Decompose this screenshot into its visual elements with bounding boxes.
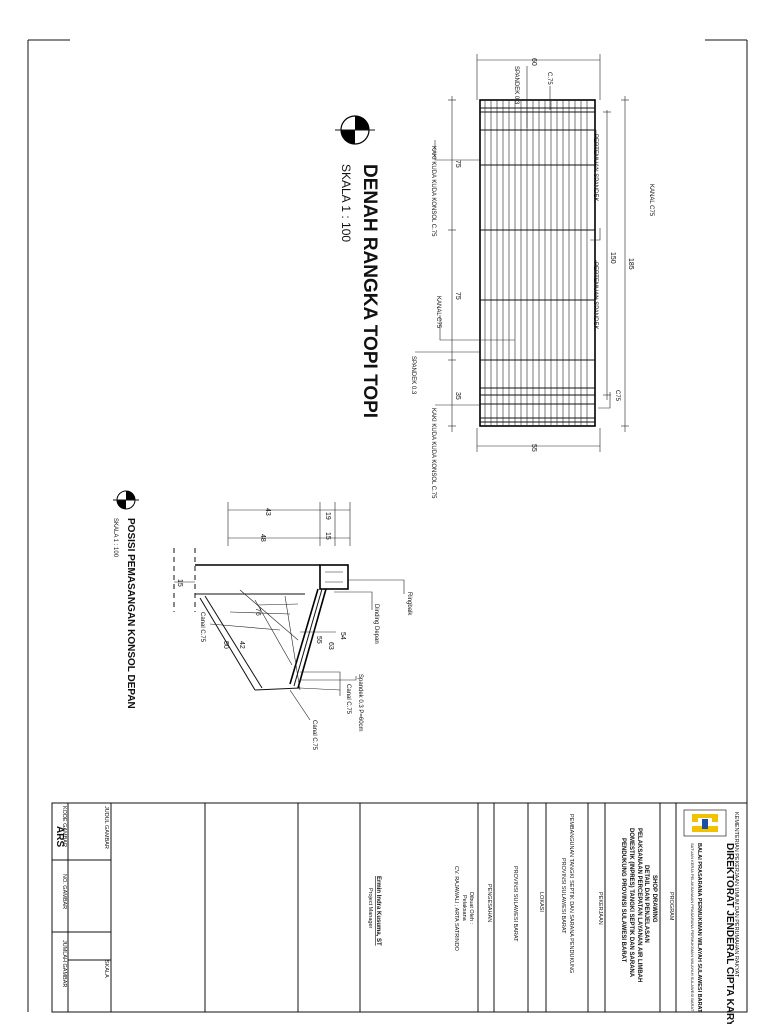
section-dim-76: 76 — [254, 608, 261, 616]
tb-judul-label: JUDUL GAMBAR — [103, 806, 109, 849]
section-dim-54: 54 — [339, 632, 346, 640]
tb-program-label: PROGRAM — [668, 892, 674, 921]
plan-label-pertemuan-2: PERTEMUAN SPANDEK — [592, 262, 598, 329]
tb-jumlah-label: JUMLAH GAMBAR — [61, 940, 67, 987]
section-dim-63: 63 — [327, 642, 334, 650]
tb-program-value-2: DETAIL DAN PENJELASAN — [643, 865, 649, 943]
tb-ministry: KEMENTERIAN PEKERJAAN UMUM DAN PERUMAHAN… — [733, 812, 739, 978]
tb-pelaksana: Pelaksana — [461, 895, 467, 922]
tb-lokasi-value: PROVINSI SULAWESI BARAT — [512, 866, 518, 942]
section-dim-43: 43 — [264, 508, 271, 516]
plan-dim-35: 35 — [454, 392, 461, 400]
plan-label-kanal-c75-mid: KANAL C75 — [435, 296, 441, 329]
section-title: POSISI PEMASANGAN KONSOL DEPAN — [125, 518, 136, 709]
tb-skala-label: SKALA — [103, 960, 109, 978]
section-dim-55: 55 — [315, 636, 322, 644]
plan-drawing: 60 75 75 35 185 150 55 — [335, 54, 654, 499]
section-dim-19: 19 — [324, 512, 331, 520]
section-north-arrow-icon — [113, 490, 139, 510]
tb-pekerjaan-label: PEKERJAAN — [597, 892, 603, 925]
tb-company: CV. RAJAWALI ; ARTA SATRINDO — [453, 866, 459, 952]
section-scale: SKALA 1 : 100 — [112, 518, 118, 558]
plan-label-kanal-c75-top: KANAL C75 — [648, 184, 654, 217]
plan-label-pertemuan-1: PERTEMUAN SPANDEK — [592, 134, 598, 201]
section-label-dinding: Dinding Depan — [373, 604, 379, 644]
section-label-canal-2: Canal C.75 — [199, 612, 205, 643]
tb-balai-sub: SATUAN KERJA PELAKSANAAN PRASARANA PERMU… — [690, 843, 695, 1012]
tb-program-value-1: SHOP DRAWING — [651, 875, 657, 923]
tb-balai: BALAI PRASARANA PERMUKIMAN WILAYAH SULAW… — [696, 843, 702, 1013]
ministry-logo-icon — [683, 809, 727, 837]
plan-label-c75-top: C.75 — [546, 72, 552, 85]
plan-dim-60: 60 — [530, 58, 537, 66]
tb-pekerjaan-value-3: PENDUKUNG PROVINSI SULAWESI BARAT — [620, 838, 626, 963]
section-label-canal-1: Canal C.75 — [345, 684, 351, 715]
plan-label-kaki-kuda-2: KAKI KUDA KUDA KONSOL C.75 — [430, 408, 436, 499]
tb-kode-value: ARS — [54, 826, 65, 847]
plan-label-spandek-bottom: SPANDEK 0.3 — [410, 356, 416, 395]
plan-label-kaki-kuda-1: KAKI KUDA KUDA KONSOL C.75 — [430, 146, 436, 237]
section-dim-50: 50 — [222, 641, 229, 649]
section-drawing: 19 15 43 48 15 76 42 50 55 54 — [112, 490, 412, 751]
section-dim-15b: 15 — [324, 532, 331, 540]
plan-dim-55: 55 — [530, 444, 537, 452]
plan-label-spandek-top: SPANDEK 0.3 — [513, 66, 519, 105]
tb-role: Project Manager — [367, 888, 373, 929]
plan-dim-150: 150 — [609, 252, 616, 264]
section-label-ringbalk: Ringbalk — [406, 592, 412, 616]
tb-kode-label: KODE GAMBAR — [61, 806, 67, 847]
plan-scale: SKALA 1 : 100 — [339, 164, 353, 242]
tb-project-2: PROVINSI SULAWESI BARAT — [560, 858, 566, 934]
section-label-canal-3: Canal C.75 — [311, 720, 317, 751]
tb-dibuat-label: Dibuat Oleh : — [468, 892, 474, 925]
tb-pekerjaan-value-2: DOMESTIK (INPRES) TANGKI SEPTIK DAN SARA… — [628, 828, 634, 978]
plan-title: DENAH RANGKA TOPI TOPI — [359, 164, 380, 418]
tb-no-label: NO. GAMBAR — [61, 874, 67, 909]
section-dim-42: 42 — [238, 641, 245, 649]
tb-pengesahan-label: PENGESAHAN — [486, 884, 492, 922]
tb-project-1: PEMBANGUNAN TANGKI SEPTIK DAN SARANA PEN… — [568, 814, 574, 973]
tb-person: Ermin Indra Kusuma, ST — [375, 876, 381, 946]
section-label-spandek: Spandek 0.3 P=60cm — [357, 674, 363, 732]
plan-dim-75b: 75 — [454, 292, 461, 300]
title-block: KEMENTERIAN PEKERJAAN UMUM DAN PERUMAHAN… — [51, 802, 748, 1024]
tb-pekerjaan-value-1: PELAKSANAAN PERCEPATAN LAYANAN AIR LIMBA… — [636, 828, 642, 982]
plan-north-arrow-icon — [335, 115, 375, 145]
tb-lokasi-label: LOKASI — [538, 892, 544, 912]
plan-dim-75a: 75 — [454, 160, 461, 168]
plan-label-c75-side: C75 — [614, 390, 620, 402]
plan-dim-185: 185 — [627, 258, 634, 270]
section-dim-48: 48 — [259, 534, 266, 542]
tb-directorate: DIREKTORAT JENDERAL CIPTA KARYA — [724, 843, 735, 1024]
section-dim-15a: 15 — [176, 579, 183, 587]
